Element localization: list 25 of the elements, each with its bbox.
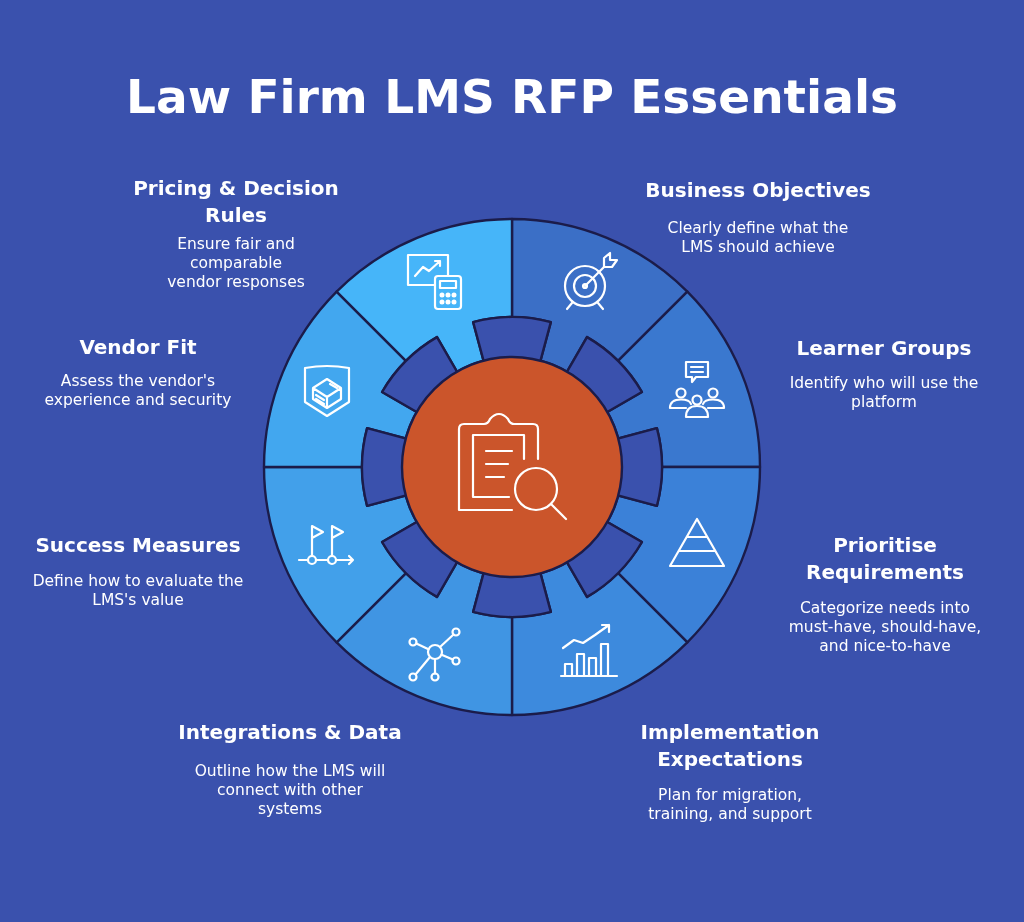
- segment-heading: Implementation Expectations: [639, 719, 821, 773]
- segment-heading: Integrations & Data: [177, 719, 403, 746]
- diagram-title: Law Firm LMS RFP Essentials: [125, 69, 899, 125]
- segment-description: Outline how the LMS will connect with other systems: [194, 762, 386, 819]
- gear-hub: [361, 316, 663, 618]
- wheel-segment: [335, 217, 514, 373]
- wheel-segment: [262, 465, 418, 644]
- segment-description: Define how to evaluate the LMS's value: [32, 572, 244, 610]
- wheel-segment: [510, 561, 689, 717]
- segment-heading: Vendor Fit: [78, 334, 198, 361]
- segment-heading: Prioritise Requirements: [805, 532, 965, 586]
- segment-heading: Success Measures: [34, 532, 242, 559]
- wheel-segment: [606, 290, 762, 469]
- segment-description: Identify who will use the platform: [789, 374, 979, 412]
- wheel-segment: [606, 465, 762, 644]
- wheel-segment: [262, 290, 418, 469]
- segment-heading: Learner Groups: [796, 335, 972, 362]
- segment-description: Clearly define what the LMS should achieve: [667, 219, 849, 257]
- segment-description: Plan for migration, training, and support: [647, 786, 813, 824]
- segment-description: Categorize needs into must-have, should-have, and nice-to-have: [788, 599, 982, 656]
- segment-heading: Business Objectives: [644, 177, 872, 204]
- segment-heading: Pricing & Decision Rules: [132, 175, 340, 229]
- segment-description: Assess the vendor's experience and security: [44, 372, 232, 410]
- segment-description: Ensure fair and comparable vendor responses: [166, 235, 306, 292]
- wheel-segment: [335, 561, 514, 717]
